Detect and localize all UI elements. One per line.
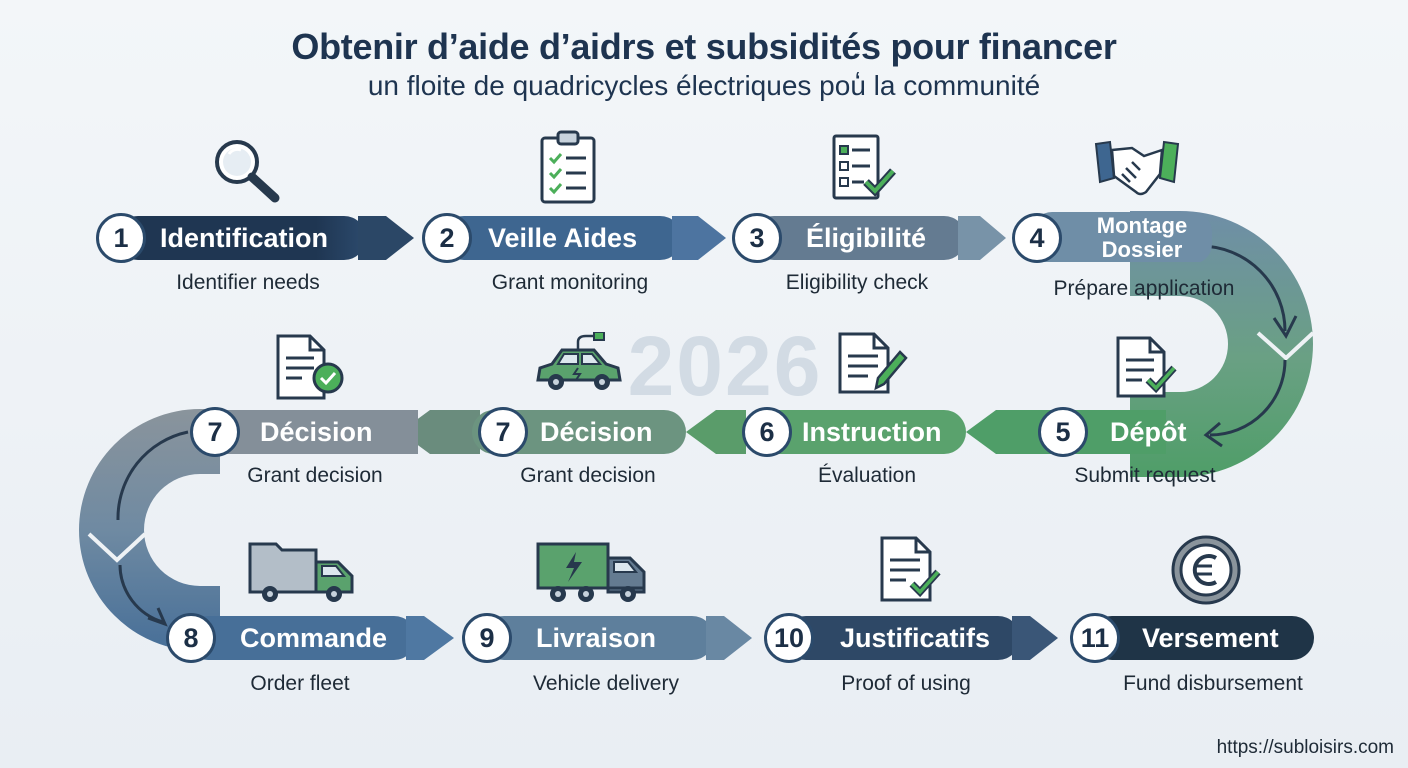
step-11-label: Versement (1142, 622, 1279, 653)
step-1-label: Identification (160, 222, 328, 253)
step-6-description: Évaluation (817, 464, 917, 487)
step-6-band (686, 410, 966, 454)
checklist-document-icon (832, 134, 896, 200)
step-3-description: Eligibility check (785, 271, 929, 294)
magnifier-icon (215, 140, 280, 203)
step-4-description: Prépare application (1053, 277, 1235, 300)
step-3-number: 3 (732, 213, 782, 263)
document-check-icon (1116, 336, 1177, 398)
step-6-label: Instruction (802, 416, 942, 447)
clipboard-checklist-icon (540, 130, 596, 204)
step-6: 6 Instruction (686, 406, 970, 458)
step-8-description: Order fleet (250, 672, 350, 695)
right-u-turn-arrow-bottom (1209, 359, 1287, 437)
right-chevron-marker (1256, 331, 1315, 361)
step-1: 1 Identification (96, 212, 416, 264)
year-watermark: 2026 (627, 319, 823, 413)
step-3-band (752, 216, 1006, 260)
truck-icon (248, 542, 354, 602)
electric-car-icon (536, 332, 622, 390)
step-9: 9 Livraison (462, 612, 754, 664)
step-3-label: Éligibilité (806, 222, 927, 253)
step-4-label-line1: Montage (1096, 213, 1188, 238)
step-4: 4 Montage Dossier (1012, 210, 1212, 266)
step-4-number: 4 (1012, 213, 1062, 263)
step-7b-number: 7 (478, 407, 528, 457)
step-7a-description: Grant decision (247, 464, 383, 487)
electric-truck-icon (536, 542, 646, 602)
receipt-check-icon (880, 536, 941, 602)
document-pen-icon (838, 332, 908, 394)
step-5-number: 5 (1038, 407, 1088, 457)
step-10-number: 10 (764, 613, 814, 663)
left-u-turn-arrow-bottom-head (147, 607, 168, 627)
step-5-description: Submit request (1074, 464, 1216, 487)
left-u-turn-arrow (116, 430, 189, 521)
step-7b-label: Décision (540, 416, 653, 447)
step-2-label: Veille Aides (488, 222, 638, 253)
step-11: 11 Versement (1070, 612, 1316, 664)
step-2: 2 Veille Aides (422, 212, 728, 264)
step-8-band (186, 616, 454, 660)
step-4-band (1032, 212, 1212, 262)
step-1-description: Identifier needs (176, 271, 320, 294)
step-8: 8 Commande (166, 612, 456, 664)
step-9-band (482, 616, 752, 660)
step-6-number: 6 (742, 407, 792, 457)
step-2-description: Grant monitoring (491, 271, 649, 294)
euro-coin-icon (1171, 535, 1241, 605)
step-10: 10 Justificatifs (764, 612, 1060, 664)
right-u-turn-arrow-head (1272, 315, 1298, 339)
step-11-band (1090, 616, 1314, 660)
step-2-number: 2 (422, 213, 472, 263)
right-u-turn-arrow-bottom-head (1203, 421, 1223, 448)
document-approved-icon (276, 334, 344, 400)
step-2-band (442, 216, 726, 260)
step-11-description: Fund disbursement (1123, 672, 1303, 695)
step-5: 5 Dépôt (966, 406, 1202, 458)
left-chevron-marker (87, 532, 147, 563)
step-9-number: 9 (462, 613, 512, 663)
footer-url[interactable]: https://subloisirs.com (1216, 737, 1394, 758)
step-10-description: Proof of using (841, 672, 971, 695)
page-title: Obtenir d’aide d’aidrs et subsidités pou… (291, 26, 1117, 67)
handshake-icon (1094, 140, 1180, 196)
page-subtitle: un floite de quadricycles électriques po… (367, 70, 1041, 101)
step-4-label: Montage Dossier (1074, 210, 1210, 266)
step-7b-description: Grant decision (520, 464, 656, 487)
right-u-turn-arrow (1199, 244, 1287, 332)
step-1-band (116, 216, 414, 260)
step-5-label: Dépôt (1110, 416, 1187, 447)
step-1-number: 1 (96, 213, 146, 263)
step-9-label: Livraison (536, 622, 657, 653)
step-8-label: Commande (240, 622, 388, 653)
step-3: 3 Éligibilité (732, 212, 1008, 264)
step-10-label: Justificatifs (840, 622, 991, 653)
step-11-number: 11 (1070, 613, 1120, 663)
step-8-number: 8 (166, 613, 216, 663)
step-7a: 7 Décision (190, 406, 418, 458)
step-9-description: Vehicle delivery (533, 672, 679, 695)
step-7a-label: Décision (260, 416, 373, 447)
step-7a-number: 7 (190, 407, 240, 457)
step-4-label-line2: Dossier (1101, 237, 1183, 262)
left-u-turn-band (79, 409, 220, 651)
step-7b: 7 Décision (400, 406, 690, 458)
step-10-band (784, 616, 1058, 660)
